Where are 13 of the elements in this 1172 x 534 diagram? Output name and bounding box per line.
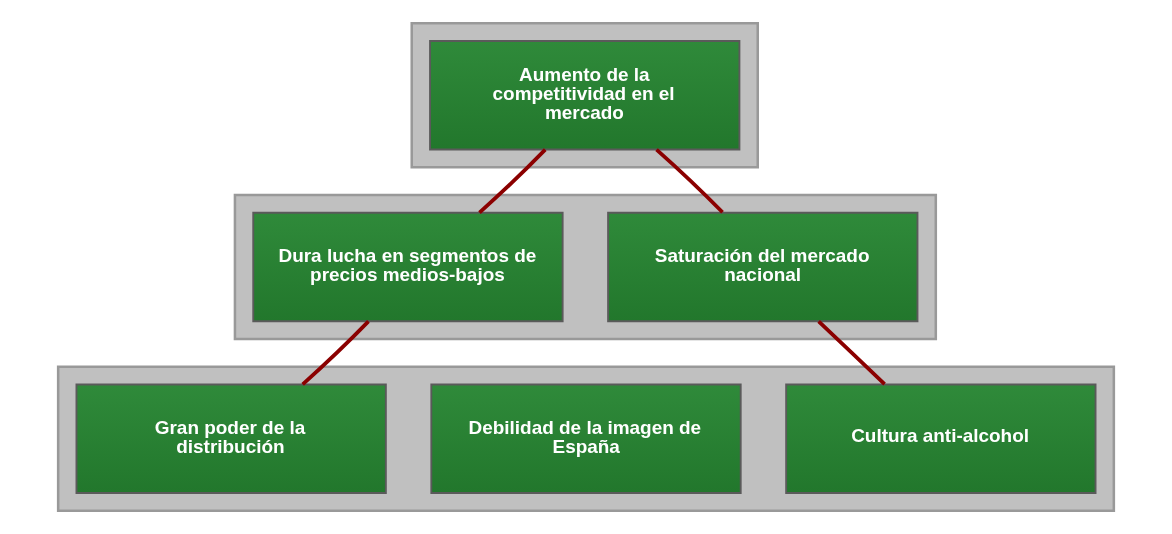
- connector: [655, 148, 724, 214]
- cluster: [233, 193, 938, 341]
- node-box: Aumento de la competitividad en el mercado: [429, 40, 741, 151]
- connector: [478, 148, 547, 214]
- cluster: [410, 22, 759, 169]
- node-box: Gran poder de la distribución: [75, 383, 387, 494]
- cluster: [56, 365, 1116, 512]
- node-box: Debilidad de la imagen de España: [430, 383, 742, 494]
- connector: [817, 319, 886, 386]
- node-box: Saturación del mercado nacional: [607, 211, 919, 323]
- node-box: Cultura anti-alcohol: [785, 383, 1097, 494]
- node-box: Dura lucha en segmentos de precios medios-bajos: [252, 211, 564, 323]
- connector: [301, 320, 370, 386]
